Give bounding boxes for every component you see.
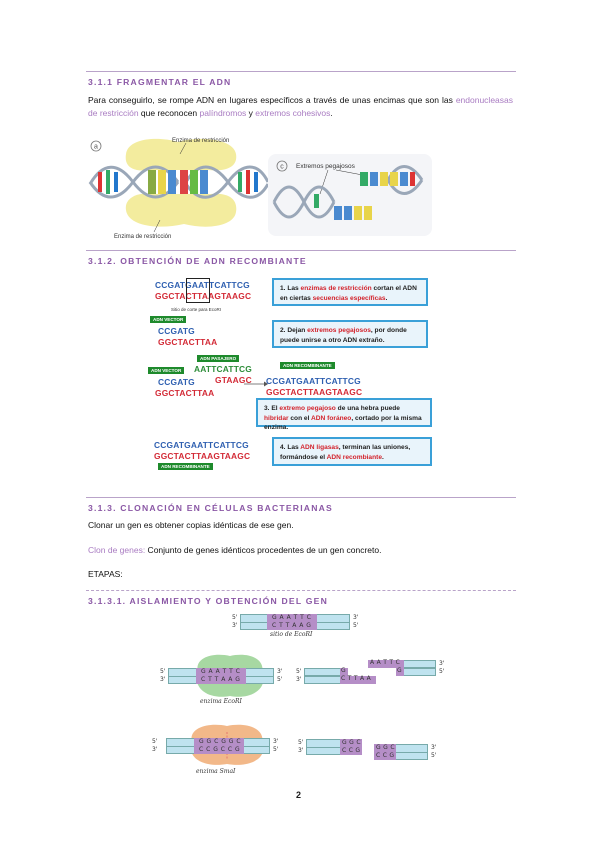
base-pairs-a (98, 170, 258, 194)
top-seq-lower: C T T A A G (272, 622, 312, 629)
term-palindromos: palíndromos (199, 108, 247, 118)
paragraph-clonar: Clonar un gen es obtener copias idéntica… (88, 520, 294, 530)
label-enzyme-bottom: Enzima de restricción (114, 234, 171, 240)
mid-seq-lower: C T T A A G (201, 676, 241, 683)
end-3-mid-left: 3' (160, 676, 166, 683)
blunt-right-lower: C C G (376, 752, 395, 759)
note-enzima-ecori: enzima EcoRI (200, 698, 242, 705)
mid-seq-upper: G A A T T C (201, 668, 241, 675)
blunt-right-upper: G G C (376, 744, 395, 751)
ecori-site-highlight (267, 614, 317, 630)
base-pairs-c (314, 172, 415, 220)
arrow-right-icon (244, 381, 268, 387)
end-3-cut-right: 3' (439, 660, 445, 667)
step-box-1: 1. Las enzimas de restricción cortan el … (272, 278, 428, 306)
cut-site-note: Sitio de corte para EcoRI (171, 307, 222, 312)
paragraph-clon-de-genes: Clon de genes: Conjunto de genes idéntic… (88, 545, 382, 555)
end-3-bot-right: 3' (273, 738, 279, 745)
label-etapas: ETAPAS: (88, 569, 123, 579)
end-3-cut-left: 3' (296, 676, 302, 683)
end-5-bot-left: 5' (152, 738, 158, 745)
blunt-left-lower: C C G (342, 747, 361, 754)
label-enzyme-top: Enzima de restricción (172, 138, 229, 144)
end-3-blunt-right: 3' (431, 744, 437, 751)
section-rule-dashed (86, 590, 516, 591)
heading-adn-recombinante: 3.1.2. OBTENCIÓN DE ADN RECOMBIANTE (88, 256, 307, 266)
paragraph-fragmentar: Para conseguirlo, se rompe ADN en lugare… (88, 95, 513, 118)
restriction-enzyme-figure: a Enzima de restricción Enzima de restri… (88, 138, 432, 240)
term-extremos-cohesivos: extremos cohesivos (255, 108, 331, 118)
step-box-3: 3. El extremo pegajoso de una hebra pued… (256, 398, 432, 431)
bottom-seq-lower: C C G C C G (199, 746, 241, 753)
seq-vector-top: CCGATG (158, 326, 195, 336)
end-5-left: 5' (232, 614, 238, 621)
section-rule (86, 497, 516, 498)
cut-cttaa: C T T A A (341, 675, 372, 682)
ecori-site-mid (196, 668, 246, 684)
end-3-blunt-left: 3' (298, 747, 304, 754)
step-box-4: 4. Las ADN ligasas, terminan las uniones… (272, 437, 432, 466)
end-3-right: 3' (353, 614, 359, 621)
enzyme-blob-bottom (125, 193, 237, 227)
cut-g-right: G (397, 667, 402, 674)
panel-c-circle (276, 160, 288, 172)
cut-site-box (186, 278, 210, 303)
step-box-2: 2. Dejan extremos pegajosos, por donde p… (272, 320, 428, 348)
end-5-bot-right: 5' (273, 746, 279, 753)
end-5-cut-left: 5' (296, 668, 302, 675)
seq-vector-bottom: GGCTACTTAA (158, 337, 218, 347)
heading-aislamiento: 3.1.3.1. AISLAMIENTO Y OBTENCIÓN DEL GEN (88, 596, 328, 606)
term-endonucleasas: endonucleasas de restricción (88, 95, 513, 118)
end-3-left: 3' (232, 622, 238, 629)
heading-fragmentar: 3.1.1 FRAGMENTAR EL ADN (88, 77, 232, 87)
section-rule (86, 71, 516, 72)
seq-passenger-top: AATTCATTCG (194, 364, 252, 374)
panel-a-label: a (94, 144, 98, 151)
end-5-mid-right: 5' (277, 676, 283, 683)
end-5-blunt-right: 5' (431, 752, 437, 759)
seq-final-bottom: GGCTACTTAAGTAAGC (154, 451, 251, 461)
top-seq-upper: G A A T T C (272, 614, 312, 621)
end-3-bot-left: 3' (152, 746, 158, 753)
seq-bottom-strand: GGCTACTTAAGTAAGC (155, 291, 252, 301)
blunt-left-upper: G G C (342, 739, 361, 746)
label-adn-pasajero: ADN PASAJERO (197, 355, 240, 362)
end-5-blunt-left: 5' (298, 739, 304, 746)
label-sticky-ends: Extremos pegajosos (296, 163, 356, 170)
section-rule (86, 250, 516, 251)
heading-clonacion: 3.1.3. CLONACIÓN EN CÉLULAS BACTERIANAS (88, 503, 333, 513)
bottom-seq-upper: G G C G G C (199, 738, 242, 745)
seq-vector-bottom-2: GGCTACTTAA (155, 388, 215, 398)
enzyme-blob-top (125, 138, 237, 171)
page-number: 2 (296, 790, 302, 800)
label-adn-vector-2: ADN VECTOR (148, 367, 185, 374)
seq-top-strand: CCGATGAATTCATTCG (155, 280, 250, 290)
label-adn-recombinante-1: ADN RECOMBINANTE (280, 362, 335, 369)
end-5-cut-right: 5' (439, 668, 445, 675)
panel-c-label: c (280, 164, 284, 171)
end-5-right: 5' (353, 622, 359, 629)
cut-g-left: G (341, 667, 346, 674)
smai-site-highlight (194, 738, 244, 754)
seq-recomb-top: CCGATGAATTCATTCG (266, 376, 361, 386)
label-adn-vector: ADN VECTOR (150, 316, 187, 323)
end-3-mid-right: 3' (277, 668, 283, 675)
panel-a-circle (90, 140, 102, 152)
note-enzima-smai: enzima SmaI (196, 768, 236, 775)
term-clon-de-genes: Clon de genes: (88, 545, 146, 555)
seq-recomb-bottom: GGCTACTTAAGTAAGC (266, 387, 363, 397)
seq-final-top: CCGATGAATTCATTCG (154, 440, 249, 450)
seq-vector-top-2: CCGATG (158, 377, 195, 387)
cut-aattc: A A T T C (370, 659, 401, 666)
end-5-mid-left: 5' (160, 668, 166, 675)
seq-passenger-bottom: GTAAGC (215, 375, 252, 385)
label-adn-recombinante-2: ADN RECOMBINANTE (158, 463, 213, 470)
note-sitio-ecori: sitio de EcoRI (270, 631, 313, 638)
